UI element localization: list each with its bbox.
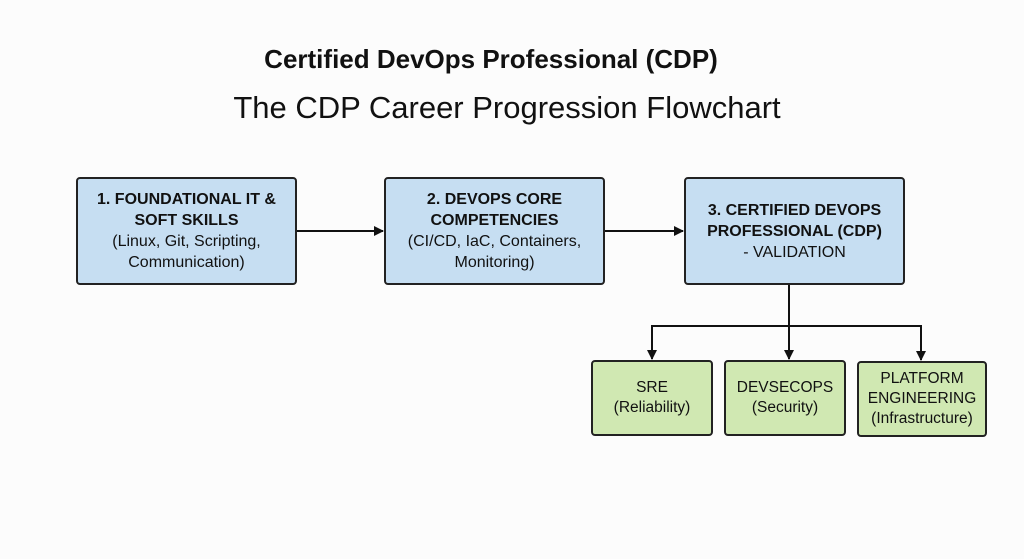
stage-heading: COMPETENCIES: [430, 212, 559, 229]
stage-heading: PROFESSIONAL (CDP): [707, 222, 882, 240]
specialization-name: ENGINEERING: [867, 390, 977, 407]
stage-devops-core: 2. DEVOPS CORE COMPETENCIES (CI/CD, IaC,…: [384, 177, 605, 285]
stage-detail: (Linux, Git, Scripting,: [112, 233, 261, 250]
specialization-name: DEVSECOPS: [736, 379, 834, 396]
stage-heading: 1. FOUNDATIONAL IT &: [97, 191, 276, 208]
stage-detail: (CI/CD, IaC, Containers,: [407, 233, 582, 250]
stage-cdp-validation: 3. CERTIFIED DEVOPS PROFESSIONAL (CDP) -…: [684, 177, 905, 285]
specialization-name: PLATFORM: [880, 370, 964, 387]
stage-detail: - VALIDATION: [743, 243, 846, 261]
specialization-name: SRE: [636, 379, 668, 396]
specialization-devsecops: DEVSECOPS (Security): [724, 360, 846, 436]
stage-heading: 2. DEVOPS CORE: [426, 191, 563, 208]
specialization-platform-engineering: PLATFORM ENGINEERING (Infrastructure): [857, 361, 987, 437]
stage-foundational: 1. FOUNDATIONAL IT & SOFT SKILLS (Linux,…: [76, 177, 297, 285]
stage-detail: Communication): [128, 254, 245, 271]
stage-detail: Monitoring): [454, 254, 535, 271]
stage-heading: 3. CERTIFIED DEVOPS: [707, 201, 882, 219]
diagram-title: Certified DevOps Professional (CDP): [264, 44, 718, 74]
diagram-subtitle: The CDP Career Progression Flowchart: [233, 90, 781, 125]
specialization-detail: (Security): [751, 399, 819, 416]
stage-heading: SOFT SKILLS: [134, 212, 239, 229]
specialization-detail: (Reliability): [613, 399, 691, 416]
specialization-detail: (Infrastructure): [871, 410, 973, 427]
specialization-sre: SRE (Reliability): [591, 360, 713, 436]
